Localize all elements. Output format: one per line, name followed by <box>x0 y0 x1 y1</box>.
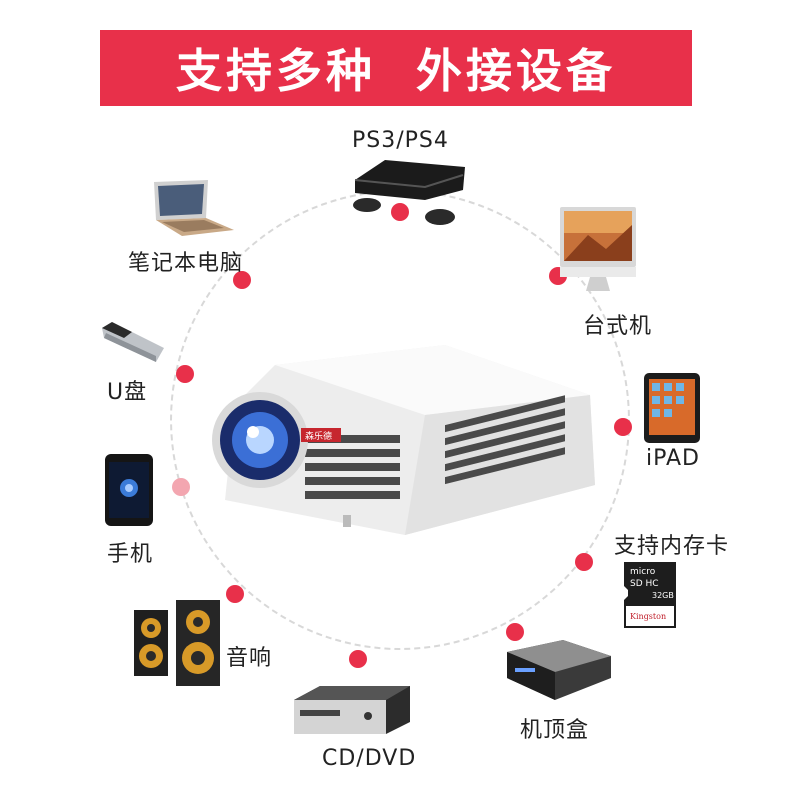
sd-card-line1: micro <box>630 567 656 577</box>
sd-card-brand: Kingston <box>630 612 666 621</box>
dot-ps <box>391 203 409 221</box>
label-desktop: 台式机 <box>583 314 653 339</box>
banner-text-left: 支持多种 <box>175 44 376 98</box>
sd-card-capacity: 32GB <box>652 591 674 600</box>
smartphone-icon <box>105 454 153 526</box>
usb-drive-icon <box>102 322 164 362</box>
label-memory-card: 支持内存卡 <box>614 534 730 559</box>
dot-ipad <box>614 418 632 436</box>
laptop-icon <box>154 180 234 236</box>
tablet-icon <box>644 373 700 443</box>
label-ps: PS3/PS4 <box>352 128 449 153</box>
label-speaker: 音响 <box>226 646 273 671</box>
sd-card-icon: micro SD HC 32GB Kingston <box>624 562 676 628</box>
dot-set-top-box <box>506 623 524 641</box>
game-console-icon <box>353 160 465 225</box>
dot-phone <box>172 478 190 496</box>
dot-speaker <box>226 585 244 603</box>
banner-gap <box>376 41 416 95</box>
label-cd-dvd: CD/DVD <box>322 746 417 771</box>
label-ipad: iPAD <box>646 446 700 471</box>
desktop-computer-icon <box>560 207 636 291</box>
set-top-box-icon <box>507 640 611 700</box>
dot-memory-card <box>575 553 593 571</box>
dot-cd-dvd <box>349 650 367 668</box>
projector-image: 森乐德 <box>212 345 595 535</box>
label-laptop: 笔记本电脑 <box>128 251 244 276</box>
title-banner: 支持多种 外接设备 <box>100 30 692 106</box>
banner-text-right: 外接设备 <box>416 44 617 98</box>
label-usb: U盘 <box>107 380 148 405</box>
speaker-icon <box>134 600 220 686</box>
projector-brand-badge: 森乐德 <box>305 430 332 442</box>
label-set-top-box: 机顶盒 <box>520 718 590 743</box>
dvd-player-icon <box>294 686 410 734</box>
dot-usb <box>176 365 194 383</box>
label-phone: 手机 <box>107 542 154 567</box>
dot-laptop <box>233 271 251 289</box>
sd-card-line2: SD HC <box>630 579 659 589</box>
